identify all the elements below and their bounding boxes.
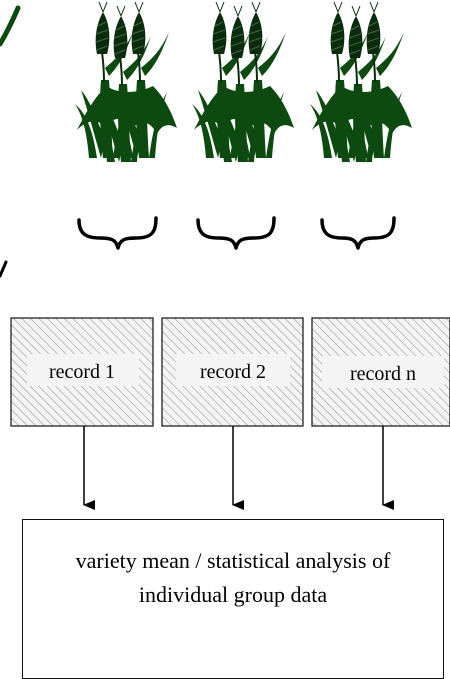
record-label-2: record 2 (200, 361, 266, 383)
plant-group-3-icon (310, 2, 412, 162)
partial-stem-icon (0, 5, 21, 47)
brace-2-icon (196, 216, 276, 250)
brace-3-icon (320, 216, 396, 250)
record-label-3: record n (350, 363, 416, 385)
brace-1-icon (77, 216, 158, 250)
result-text: variety mean / statistical analysis of i… (75, 548, 391, 607)
record-box-3: record n (311, 317, 450, 427)
result-box: variety mean / statistical analysis of i… (22, 519, 444, 679)
plant-group-2-icon (192, 2, 294, 162)
record-box-1: record 1 (10, 317, 154, 427)
plant-group-1-icon (75, 2, 177, 162)
partial-arrow-icon (0, 260, 8, 278)
record-box-2: record 2 (161, 317, 304, 427)
record-label-1: record 1 (49, 361, 115, 383)
